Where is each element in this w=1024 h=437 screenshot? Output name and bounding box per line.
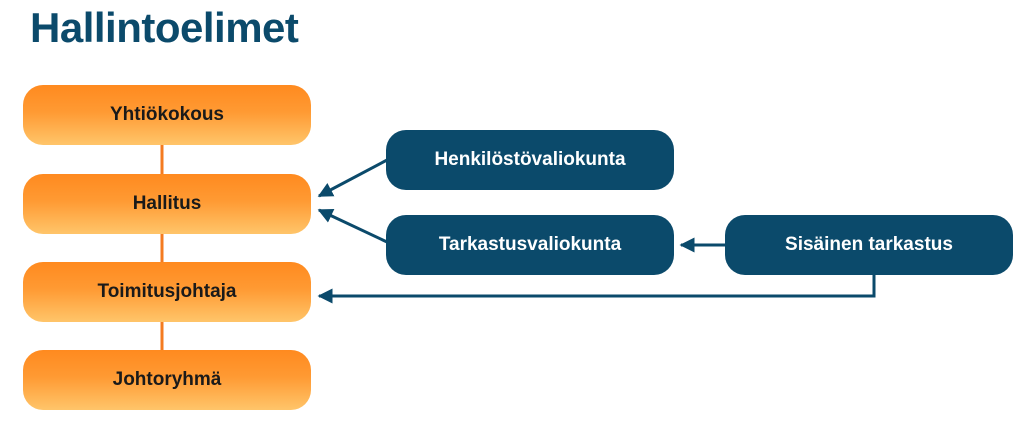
node-label: Hallitus bbox=[132, 193, 202, 214]
node-label: Sisäinen tarkastus bbox=[785, 234, 953, 255]
arrow-henkilostovaliokunta-to-hallitus bbox=[317, 158, 388, 198]
node-hallitus: Hallitus bbox=[23, 174, 311, 234]
node-label: Yhtiökokous bbox=[109, 104, 224, 125]
node-label: Henkilöstövaliokunta bbox=[434, 149, 626, 170]
node-henkilostovaliokunta: Henkilöstövaliokunta bbox=[386, 130, 674, 190]
node-label: Johtoryhmä bbox=[112, 369, 222, 390]
node-toimitusjohtaja: Toimitusjohtaja bbox=[23, 262, 311, 322]
node-label: Tarkastusvaliokunta bbox=[438, 234, 622, 255]
node-tarkastusvaliokunta: Tarkastusvaliokunta bbox=[386, 215, 674, 275]
arrow-sisainen-tarkastus-to-toimitusjohtaja bbox=[317, 275, 876, 304]
node-label: Toimitusjohtaja bbox=[97, 281, 237, 302]
page-title: Hallintoelimet bbox=[30, 4, 299, 51]
node-sisainen-tarkastus: Sisäinen tarkastus bbox=[725, 215, 1013, 275]
node-johtoryhma: Johtoryhmä bbox=[23, 350, 311, 410]
node-yhtiokokous: Yhtiökokous bbox=[23, 85, 311, 145]
arrow-tarkastusvaliokunta-to-hallitus bbox=[317, 208, 388, 244]
